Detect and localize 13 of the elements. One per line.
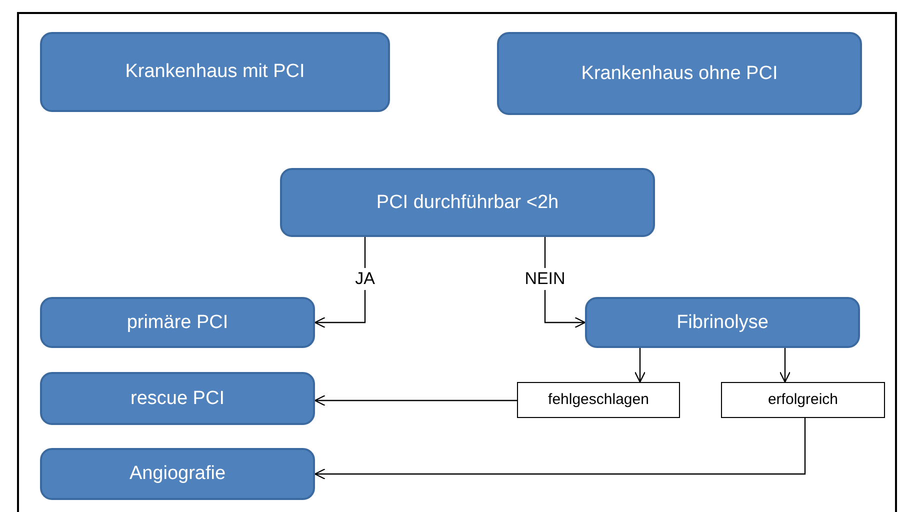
outcome-box: erfolgreich (721, 382, 885, 418)
arrow (634, 348, 646, 383)
process-box: Krankenhaus mit PCI (40, 32, 390, 112)
outcome-box: fehlgeschlagen (517, 382, 680, 418)
arrow (314, 418, 806, 480)
process-box: primäre PCI (40, 297, 315, 348)
arrow (779, 348, 791, 383)
process-box: Fibrinolyse (585, 297, 860, 348)
process-box: Angiografie (40, 448, 315, 500)
process-box: rescue PCI (40, 372, 315, 425)
arrow (314, 394, 517, 406)
process-box: Krankenhaus ohne PCI (497, 32, 862, 115)
process-box: PCI durchführbar <2h (280, 168, 655, 237)
